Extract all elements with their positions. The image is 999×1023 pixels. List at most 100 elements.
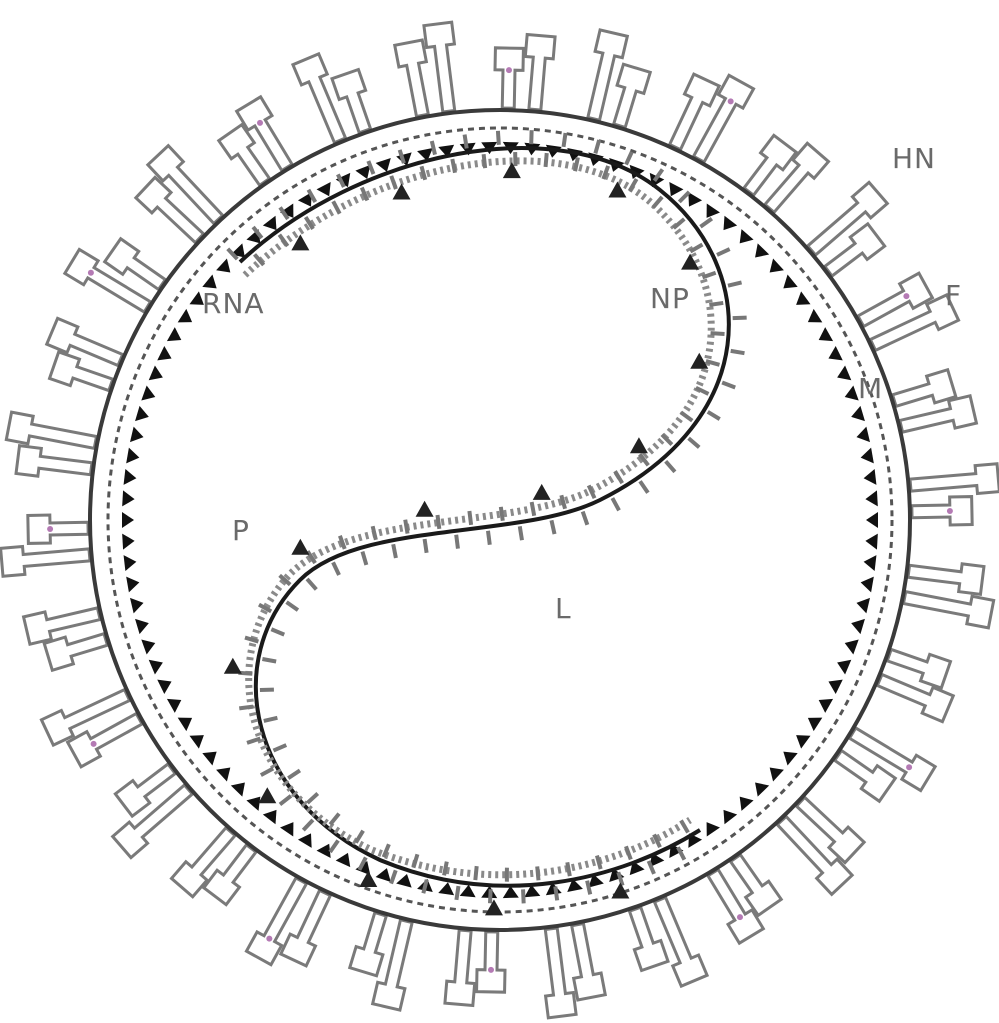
matrix-protein (845, 385, 859, 400)
hn-spike (835, 751, 896, 802)
hn-spike (670, 74, 720, 149)
nucleoprotein (368, 161, 373, 174)
matrix-protein (740, 229, 754, 243)
nucleoprotein (456, 886, 458, 900)
nucleoprotein (523, 889, 524, 903)
hn-spike (28, 515, 88, 543)
nucleoprotein (475, 866, 476, 880)
matrix-protein (396, 874, 411, 888)
nucleoprotein (333, 562, 339, 575)
nucleoprotein (373, 526, 376, 540)
matrix-protein (126, 448, 139, 464)
matrix-protein (298, 833, 312, 847)
hn-spike (694, 75, 754, 162)
matrix-protein (755, 243, 769, 257)
hn-spike (910, 464, 999, 494)
matrix-protein (157, 680, 171, 694)
nucleoprotein (653, 197, 662, 208)
f-spike (246, 878, 306, 965)
matrix-protein (157, 346, 171, 360)
matrix-protein (141, 639, 155, 654)
nucleoprotein (261, 768, 273, 775)
matrix-protein (865, 534, 877, 550)
nucleoprotein (280, 796, 291, 805)
nucleoprotein (626, 152, 632, 165)
hn-spike (796, 797, 864, 862)
nucleoprotein (288, 770, 300, 778)
nucleoprotein (567, 862, 570, 876)
polymerase-complexes (224, 162, 708, 915)
nucleoprotein (575, 157, 578, 171)
hn-spike (731, 855, 782, 916)
matrix-protein (783, 275, 797, 289)
nucleoprotein (711, 333, 725, 334)
matrix-protein (861, 577, 874, 593)
nucleoprotein (555, 886, 557, 900)
nucleoprotein (432, 141, 435, 155)
nucleoprotein (709, 303, 723, 305)
hn-spike (68, 714, 142, 767)
matrix-protein (122, 490, 134, 506)
matrix-protein (178, 309, 192, 322)
matrix-protein (122, 512, 134, 528)
matrix-protein (851, 619, 865, 634)
matrix-protein (189, 735, 203, 749)
matrix-protein (336, 853, 351, 867)
nucleoprotein (551, 520, 554, 534)
f-spike (6, 412, 96, 448)
nucleoprotein (708, 412, 720, 419)
hn-spike (47, 318, 123, 365)
hn-spike (825, 224, 885, 276)
nucleoprotein (501, 507, 503, 521)
hn-spike (744, 135, 796, 195)
matrix-protein (124, 555, 137, 571)
f-spike (765, 143, 829, 212)
hn-spike (44, 634, 107, 671)
matrix-protein (460, 885, 476, 898)
hn-spike (572, 923, 606, 999)
matrix-protein (796, 291, 810, 305)
matrix-protein (263, 216, 277, 230)
matrix-protein (167, 327, 181, 341)
nucleoprotein (700, 219, 711, 227)
nucleoprotein (307, 793, 317, 802)
matrix-protein (770, 767, 784, 781)
nucleoprotein (728, 282, 742, 285)
nucleoprotein (666, 461, 675, 472)
polymerase-complex (258, 787, 276, 803)
hn-spike (708, 870, 763, 944)
matrix-protein (135, 406, 149, 421)
matrix-protein (126, 577, 139, 593)
matrix-protein (130, 598, 144, 614)
matrix-protein (707, 822, 720, 836)
matrix-protein (755, 782, 769, 796)
polymerase-complex (224, 658, 242, 674)
nucleoprotein (546, 153, 547, 167)
nucleoprotein (469, 511, 471, 525)
hn-spike (808, 182, 888, 255)
f-spike (445, 930, 475, 1005)
matrix-protein (783, 752, 797, 766)
matrix-protein (263, 810, 277, 824)
nucleoprotein (484, 154, 486, 168)
matrix-protein (856, 427, 870, 443)
polymerase-complex (291, 234, 309, 250)
f-spike (777, 816, 852, 894)
matrix-protein (865, 490, 877, 506)
polymerase-complex (630, 437, 648, 453)
f-spike (614, 64, 651, 127)
lipid-envelope-outer (90, 110, 910, 930)
hn-spike (545, 928, 576, 1018)
f-spike (105, 239, 166, 290)
nucleoprotein (589, 485, 595, 498)
nucleoprotein (681, 412, 692, 420)
matrix-protein (216, 767, 230, 781)
matrix-protein (124, 469, 137, 485)
nucleoprotein (452, 159, 455, 173)
nucleoprotein (437, 515, 439, 529)
matrix-protein (216, 259, 230, 273)
matrix-protein (796, 735, 810, 749)
nucleocapsid-strand-shadow (245, 161, 711, 875)
matrix-protein (723, 810, 737, 824)
nucleoprotein (490, 889, 491, 903)
